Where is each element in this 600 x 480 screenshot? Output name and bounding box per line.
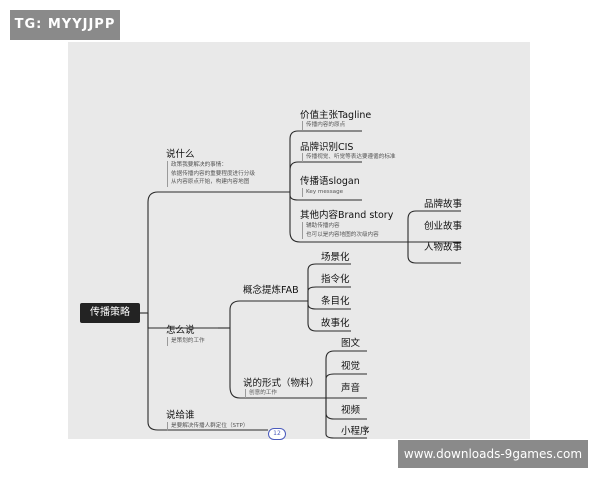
mindmap-canvas: 传播策略 说什么 政策我要解决的事情： 依据传播内容的重要程度进行分级 从内容原… bbox=[68, 42, 530, 440]
note-slogan: Key message bbox=[302, 188, 343, 197]
node-form-5[interactable]: 小程序 bbox=[341, 426, 370, 437]
note-what-line-3: 从内容原点开始，构建内容地图 bbox=[171, 179, 250, 185]
connector-lines bbox=[140, 130, 461, 439]
watermark-top: TG: MYYJJPP bbox=[10, 10, 120, 40]
node-form-1[interactable]: 图文 bbox=[341, 338, 361, 349]
note-brand-story: 辅助传播内容 也可以是内容地图的次级内容 bbox=[302, 222, 379, 239]
root-node[interactable]: 传播策略 bbox=[80, 303, 140, 323]
node-form[interactable]: 说的形式（物料） bbox=[243, 378, 320, 389]
note-what-line-2: 依据传播内容的重要程度进行分级 bbox=[171, 170, 255, 177]
node-fab-2[interactable]: 指令化 bbox=[321, 274, 350, 285]
note-brand-story-line-1: 辅助传播内容 bbox=[306, 223, 340, 229]
node-form-4[interactable]: 视频 bbox=[341, 405, 361, 416]
note-what: 政策我要解决的事情： 依据传播内容的重要程度进行分级 从内容原点开始，构建内容地… bbox=[167, 161, 255, 187]
note-brand-story-line-2: 也可以是内容地图的次级内容 bbox=[306, 231, 379, 238]
node-form-3[interactable]: 声音 bbox=[341, 383, 361, 394]
note-what-line-1: 政策我要解决的事情： bbox=[171, 162, 227, 168]
node-fab-4[interactable]: 故事化 bbox=[321, 318, 350, 329]
note-who: 是要解决传播人群定位（STP） bbox=[167, 422, 248, 431]
node-fab[interactable]: 概念提炼FAB bbox=[243, 285, 299, 296]
watermark-bottom: www.downloads-9games.com bbox=[398, 440, 588, 468]
node-brand-story-3[interactable]: 人物故事 bbox=[424, 242, 463, 253]
node-form-2[interactable]: 视觉 bbox=[341, 361, 361, 372]
note-cis: 传播视觉、听觉等表达要遵循的标准 bbox=[302, 153, 396, 162]
node-fab-1[interactable]: 场景化 bbox=[321, 252, 350, 263]
node-brand-story-2[interactable]: 创业故事 bbox=[424, 221, 463, 232]
node-what[interactable]: 说什么 bbox=[166, 149, 195, 160]
note-form: 创意的工作 bbox=[245, 389, 277, 398]
note-tagline: 传播内容的原点 bbox=[302, 121, 345, 130]
node-how[interactable]: 怎么说 bbox=[166, 325, 195, 336]
node-fab-3[interactable]: 条目化 bbox=[321, 296, 350, 307]
node-who[interactable]: 说给谁 bbox=[166, 410, 195, 421]
collapsed-count-badge[interactable]: 12 bbox=[268, 428, 286, 440]
node-tagline[interactable]: 价值主张Tagline bbox=[300, 110, 372, 121]
node-cis[interactable]: 品牌识别CIS bbox=[300, 142, 354, 153]
note-how: 是策划的工作 bbox=[167, 337, 205, 346]
node-brand-story[interactable]: 其他内容Brand story bbox=[300, 210, 394, 221]
node-brand-story-1[interactable]: 品牌故事 bbox=[424, 199, 463, 210]
node-slogan[interactable]: 传播语slogan bbox=[300, 176, 360, 187]
